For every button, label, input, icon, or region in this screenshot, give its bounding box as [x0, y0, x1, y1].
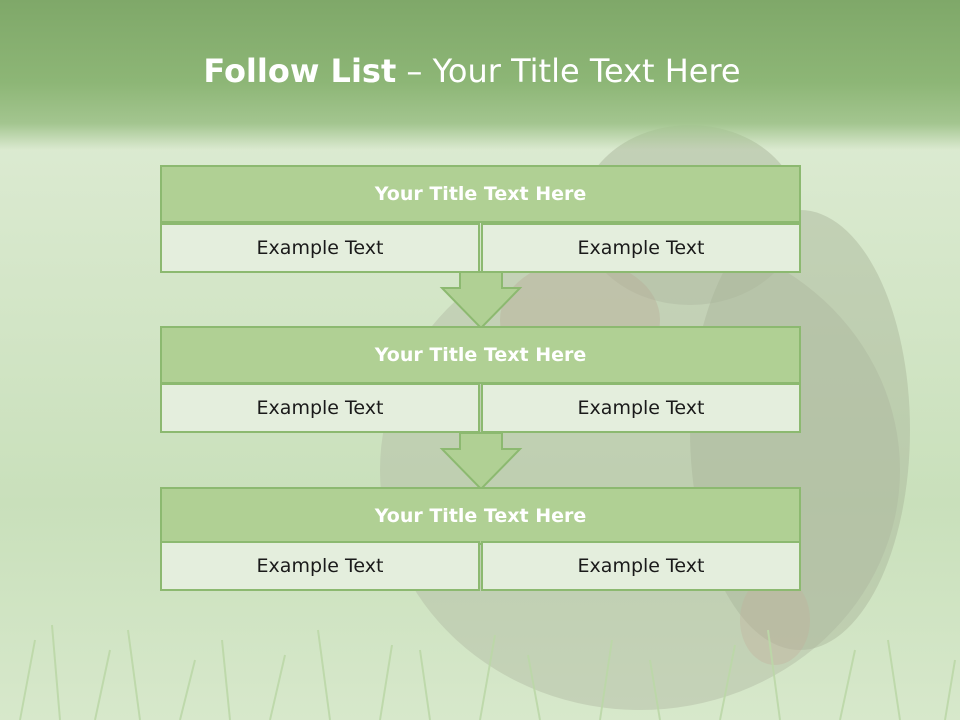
- slide-title-rest: – Your Title Text Here: [396, 52, 741, 90]
- example-text-right: Example Text: [481, 383, 801, 433]
- block-row: Example Text Example Text: [160, 223, 801, 273]
- slide-title-bold: Follow List: [203, 52, 397, 90]
- down-arrow-icon: [439, 271, 523, 330]
- slide-title: Follow List – Your Title Text Here: [0, 52, 944, 90]
- example-text-right: Example Text: [481, 541, 801, 591]
- block-title: Your Title Text Here: [160, 165, 801, 223]
- example-text-right: Example Text: [481, 223, 801, 273]
- down-arrow-icon: [439, 432, 523, 491]
- block-title: Your Title Text Here: [160, 487, 801, 545]
- block-title: Your Title Text Here: [160, 326, 801, 384]
- example-text-left: Example Text: [160, 223, 480, 273]
- header-band: [0, 0, 960, 150]
- block-row: Example Text Example Text: [160, 541, 801, 591]
- block-row: Example Text Example Text: [160, 383, 801, 433]
- example-text-left: Example Text: [160, 383, 480, 433]
- example-text-left: Example Text: [160, 541, 480, 591]
